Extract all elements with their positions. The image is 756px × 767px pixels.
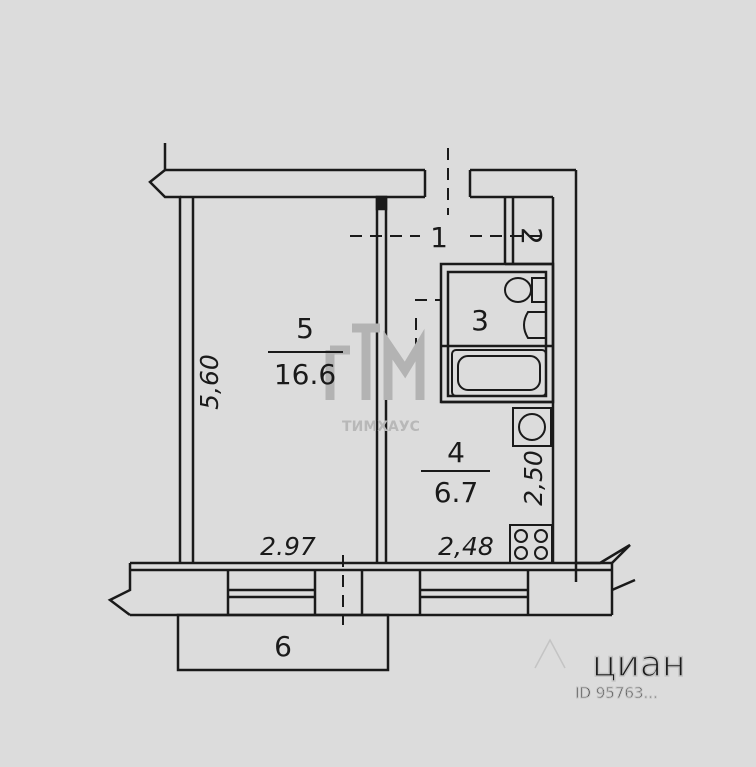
room-5-area: 16.6 xyxy=(274,358,336,391)
room-5-length-dimension: 5,60 xyxy=(195,354,224,410)
axis-lines xyxy=(342,148,548,625)
kitchen-length-dimension: 2,50 xyxy=(519,450,548,506)
room-5-width-dimension: 2.97 xyxy=(260,532,316,561)
cian-id-text: ID 95763... xyxy=(575,684,658,702)
room-1-number: 1 xyxy=(430,221,448,254)
walls xyxy=(107,143,636,672)
room-4-number: 4 xyxy=(447,436,465,469)
cian-arrow-icon xyxy=(534,638,566,669)
cian-logo-text: циан xyxy=(592,644,686,685)
room-6-number: 6 xyxy=(274,630,292,663)
room-2-number: 2 xyxy=(515,227,548,245)
room-labels: 1 2 3 4 6.7 5 16.6 6 xyxy=(268,221,548,663)
room-4-area: 6.7 xyxy=(434,476,479,509)
fixtures xyxy=(451,277,553,564)
kitchen-width-dimension: 2,48 xyxy=(438,532,494,561)
dimension-labels: 5,60 2.97 2,48 2,50 xyxy=(195,354,548,561)
timhaus-logo xyxy=(325,323,425,400)
timhaus-brand-text: ТИМХАУС xyxy=(342,419,420,435)
room-3-number: 3 xyxy=(471,304,489,337)
room-5-number: 5 xyxy=(296,312,314,345)
